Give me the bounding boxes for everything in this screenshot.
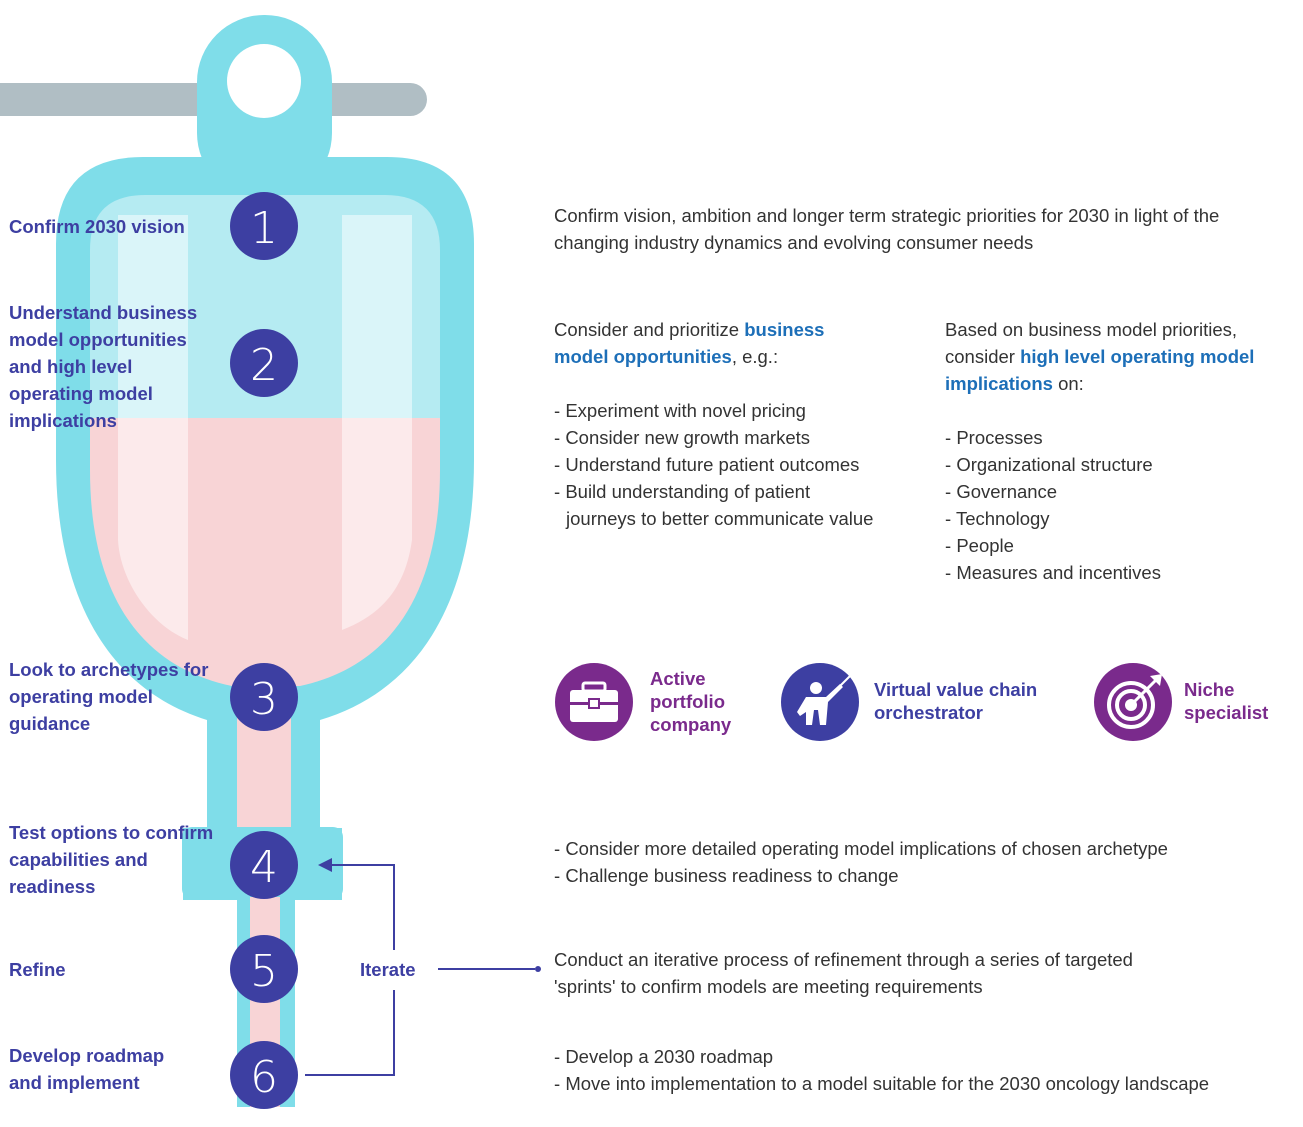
step-label-2: Understand business model opportunities … <box>9 302 198 431</box>
step1-description: Confirm vision, ambition and longer term… <box>554 205 1220 253</box>
list-item: Understand future patient outcomes <box>554 451 884 478</box>
svg-text:2: 2 <box>250 340 278 391</box>
step2-business-column: Consider and prioritize business model o… <box>554 316 884 532</box>
iterate-arrow <box>305 858 541 1076</box>
step-number-4: 4 <box>230 831 298 899</box>
step-number-2: 2 <box>230 329 298 397</box>
step-number-6: 6 <box>230 1041 298 1109</box>
list-item: Move into implementation to a model suit… <box>554 1070 1303 1097</box>
step-label-6: Develop roadmap and implement <box>9 1045 165 1093</box>
list-item: Processes <box>945 424 1295 451</box>
list-item: Consider more detailed operating model i… <box>554 835 1294 862</box>
list-item: Measures and incentives <box>945 559 1295 586</box>
business-opportunity-list: Experiment with novel pricing Consider n… <box>554 397 884 532</box>
svg-text:5: 5 <box>250 946 278 997</box>
bag-hook-hole <box>227 44 301 118</box>
business-model-opportunities-highlight: business model opportunities <box>554 319 825 367</box>
list-item: Governance <box>945 478 1295 505</box>
briefcase-icon <box>555 663 633 741</box>
step-number-1: 1 <box>230 192 298 260</box>
step6-description: Develop a 2030 roadmap Move into impleme… <box>554 1043 1303 1097</box>
list-item: People <box>945 532 1295 559</box>
archetype-label-virtual-value-chain: Virtual value chain orchestrator <box>874 679 1038 723</box>
step-label-1: Confirm 2030 vision <box>9 216 185 237</box>
bag-highlight-left <box>118 215 188 640</box>
step5-description: Conduct an iterative process of refineme… <box>554 949 1133 997</box>
step-label-3: Look to archetypes for operating model g… <box>9 659 209 734</box>
archetype-label-niche-specialist: Niche specialist <box>1184 679 1269 723</box>
bag-highlight-right <box>342 215 412 630</box>
list-item: Consider new growth markets <box>554 424 884 451</box>
step-number-3: 3 <box>230 663 298 731</box>
iterate-label: Iterate <box>360 959 416 980</box>
svg-text:1: 1 <box>250 203 278 254</box>
step4-description: Consider more detailed operating model i… <box>554 835 1294 889</box>
operating-model-implications-highlight: high level operating model implications <box>945 346 1255 394</box>
presenter-icon <box>781 663 859 741</box>
list-item: Challenge business readiness to change <box>554 862 1294 889</box>
svg-text:3: 3 <box>250 674 278 725</box>
step-label-4: Test options to confirm capabilities and… <box>9 822 214 897</box>
svg-text:4: 4 <box>250 842 278 893</box>
svg-text:6: 6 <box>250 1052 278 1103</box>
list-item: Build understanding of patient journeys … <box>554 478 884 532</box>
list-item: Experiment with novel pricing <box>554 397 884 424</box>
step2-business-intro: Consider and prioritize business model o… <box>554 319 825 367</box>
archetype-label-active-portfolio: Active portfolio company <box>650 668 732 735</box>
list-item: Develop a 2030 roadmap <box>554 1043 1303 1070</box>
list-item: Technology <box>945 505 1295 532</box>
step2-operating-column: Based on business model priorities, cons… <box>945 316 1295 586</box>
step2-operating-intro: Based on business model priorities, cons… <box>945 319 1255 394</box>
step-label-5: Refine <box>9 959 66 980</box>
list-item: Organizational structure <box>945 451 1295 478</box>
step-number-5: 5 <box>230 935 298 1003</box>
operating-implication-list: Processes Organizational structure Gover… <box>945 424 1295 586</box>
target-icon <box>1094 663 1172 741</box>
